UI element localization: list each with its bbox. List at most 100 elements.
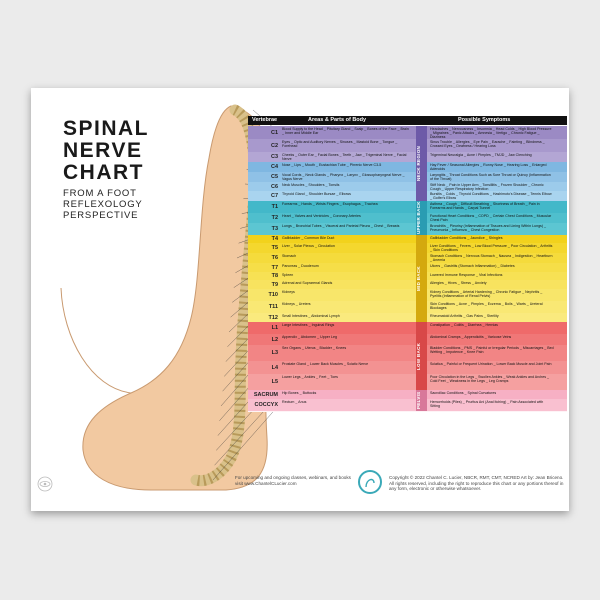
region-label: MID BACK (416, 235, 427, 322)
areas-cell: Liver _ Solar Plexus _ Circulation (282, 243, 335, 248)
symptoms-cell: Rheumatoid Arthritis _ Gas Pains _ Steri… (430, 313, 499, 318)
areas-cell: Rectum _ Anus (282, 399, 307, 404)
areas-cell: Eyes _ Optic and Auditory Nerves _ Sinus… (282, 139, 398, 148)
vertebra-label: T6 (271, 255, 278, 261)
vertebra-label: T5 (271, 245, 278, 251)
table-row: L5 Lower Legs _ Ankles _ Feet _ Toes Poor … (248, 374, 567, 391)
symptoms-cell: Headaches _ Nervousness _ Insomnia _ Hea… (430, 126, 552, 139)
symptoms-cell: Hay Fever / Seasonal Allergies _ Runny N… (430, 162, 547, 171)
symptoms-cell: Abdominal Cramps _ Appendicitis _ Varico… (430, 334, 512, 339)
region-label: UPPER BACK (416, 201, 427, 235)
region-label: PELVIS (416, 390, 427, 411)
areas-cell: Heart _ Valves and Ventricles _ Coronary… (282, 213, 361, 218)
vertebra-label: COCCYX (254, 402, 278, 408)
table-row: L4 Prostate Gland _ Lower Back Muscles _ … (248, 361, 567, 375)
vertebra-label: T9 (271, 281, 278, 288)
symptoms-cell: Sinus Trouble _ Allergies _ Eye Pain _ E… (430, 139, 545, 148)
poster: SPINAL NERVE CHART FROM A FOOT REFLEXOLO… (31, 88, 569, 511)
symptoms-cell: Laryngitis _ Throat Conditions Such as S… (430, 172, 551, 181)
vertebra-label: T12 (268, 314, 278, 321)
areas-cell: Appendix _ Abdomen _ Upper Leg (282, 334, 337, 339)
title-line-2: NERVE (63, 139, 143, 162)
brand-logo-icon (357, 469, 383, 495)
header-symptoms: Possible Symptoms (458, 117, 511, 123)
symptoms-cell: Gallbladder Conditions _ Jaundice _ Shin… (430, 235, 503, 240)
symptoms-cell: Sacroiliac Conditions _ Spinal Curvature… (430, 390, 497, 395)
subtitle-line-1: FROM A FOOT (63, 188, 137, 199)
areas-cell: Lower Legs _ Ankles _ Feet _ Toes (282, 374, 338, 379)
areas-cell: Lungs _ Bronchial Tubes _ Visceral and P… (282, 223, 400, 228)
vertebra-label: L2 (271, 336, 278, 343)
symptoms-cell: Skin Conditions _ Acne _ Pimples _ Eczem… (430, 301, 543, 310)
symptoms-cell: Liver Conditions _ Fevers _ Low Blood Pr… (430, 243, 553, 252)
areas-cell: Nose _ Lips _ Mouth _ Eustachian Tube _ … (282, 162, 382, 167)
areas-cell: Sex Organs _ Uterus _ Bladder _ Knees (282, 345, 347, 350)
region-label: NECK REGION (416, 126, 427, 201)
chart-title: SPINAL NERVE CHART FROM A FOOT REFLEXOLO… (63, 117, 150, 222)
vertebra-label: T7 (271, 264, 278, 271)
areas-cell: Prostate Gland _ Lower Back Muscles _ Sc… (282, 361, 369, 366)
footer-website-note: For upcoming and ongoing classes, webina… (235, 475, 351, 486)
vertebra-label: T1 (271, 204, 278, 210)
header-vertebrae: Vertebrae (252, 117, 278, 123)
symptoms-cell: Ulcers _ Gastritis (Stomach Inflammation… (430, 263, 515, 268)
nerve-table: Vertebrae Areas & Parts of Body Possible… (248, 116, 567, 467)
symptoms-cell: Asthma _ Cough _ Difficult Breathing _ S… (430, 201, 540, 210)
areas-cell: Kidneys (282, 289, 295, 294)
symptoms-cell: Bladder Conditions _ PMS _ Painful or Ir… (430, 345, 554, 354)
symptoms-cell: Bursitis _ Colds _ Thyroid Conditions _ … (430, 191, 552, 200)
table-row: C2 Eyes _ Optic and Auditory Nerves _ Sin… (248, 139, 567, 153)
symptoms-cell: Lowered Immune Response _ Viral Infectio… (430, 272, 503, 277)
vertebra-label: L4 (271, 364, 278, 371)
areas-cell: Blood Supply to the Head _ Pituitary Gla… (282, 126, 409, 135)
areas-cell: Hip Bones _ Buttocks (282, 390, 317, 395)
table-header: Vertebrae Areas & Parts of Body Possible… (248, 116, 567, 125)
vertebra-label: C2 (270, 142, 278, 149)
footer-copyright: Copyright © 2022 Chantel C. Lucier, NBCR… (389, 475, 564, 492)
vertebra-label: C4 (270, 164, 278, 170)
vertebra-label: C7 (270, 193, 278, 199)
vertebra-label: L1 (271, 325, 278, 331)
vertebra-label: C5 (270, 174, 278, 180)
symptoms-cell: Kidney Conditions _ Arterial Hardening _… (430, 289, 543, 298)
symptoms-cell: Stiff Neck _ Pain in Upper Arm _ Tonsill… (430, 182, 544, 191)
table-row: L3 Sex Organs _ Uterus _ Bladder _ Knees B… (248, 345, 567, 362)
vertebra-label: T11 (268, 304, 278, 310)
areas-cell: Spleen (282, 272, 294, 277)
symptoms-cell: Constipation _ Colitis _ Diarrhea _ Hern… (430, 322, 498, 327)
areas-cell: Neck Muscles _ Shoulders _ Tonsils (282, 182, 340, 187)
symptoms-cell: Functional Heart Conditions _ COPD _ Cer… (430, 213, 552, 222)
symptoms-cell: Trigeminal Neuralgia _ Acne / Pimples _ … (430, 152, 532, 157)
areas-cell: Pancreas _ Duodenum (282, 263, 319, 268)
vertebra-label: C3 (270, 154, 278, 160)
vertebra-label: C6 (270, 183, 278, 190)
areas-cell: Forearms _ Hands _ Wrists Fingers _ Esop… (282, 201, 378, 206)
vertebra-label: T4 (271, 236, 278, 242)
subtitle: FROM A FOOT REFLEXOLOGY PERSPECTIVE (63, 188, 149, 221)
areas-cell: Vocal Cords _ Neck Glands _ Pharynx _ La… (282, 172, 405, 181)
leader-line (212, 404, 280, 481)
symptoms-cell: Allergies _ Hives _ Stress _ Anxiety (430, 280, 487, 285)
vertebra-label: L3 (271, 350, 278, 356)
table-row: T1 Forearms _ Hands _ Wrists Fingers _ Es… (248, 201, 567, 214)
symptoms-cell: Poor Circulation in the Legs _ Swollen A… (430, 374, 549, 383)
vertebra-label: T3 (271, 226, 278, 232)
header-areas: Areas & Parts of Body (308, 117, 367, 123)
areas-cell: Small Intestines _ Abdominal Lymph (282, 313, 340, 318)
symptoms-cell: Hemorrhoids (Piles) _ Pruritus Ani (Anal… (430, 399, 544, 408)
areas-cell: Thyroid Gland _ Shoulder Bursae _ Elbows (282, 191, 351, 196)
vertebra-label: L5 (271, 379, 278, 385)
vertebra-label: T10 (268, 292, 278, 298)
symptoms-cell: Bronchitis _ Pleurisy (Inflammation of T… (430, 223, 547, 232)
table-row: COCCYX Rectum _ Anus Hemorrhoids (Piles) _… (248, 399, 567, 412)
subtitle-line-3: PERSPECTIVE (63, 210, 139, 221)
areas-cell: Cheeks _ Outer Ear _ Facial Bones _ Teet… (282, 152, 407, 161)
vertebra-label: SACRUM (253, 391, 278, 398)
areas-cell: Gallbladder _ Common Bile Duct (282, 235, 335, 240)
title-line-1: SPINAL (63, 117, 150, 140)
eye-logo-icon (37, 476, 53, 492)
subtitle-line-2: REFLEXOLOGY (63, 199, 143, 210)
areas-cell: Stomach (282, 253, 297, 258)
title-line-3: CHART (63, 161, 144, 184)
